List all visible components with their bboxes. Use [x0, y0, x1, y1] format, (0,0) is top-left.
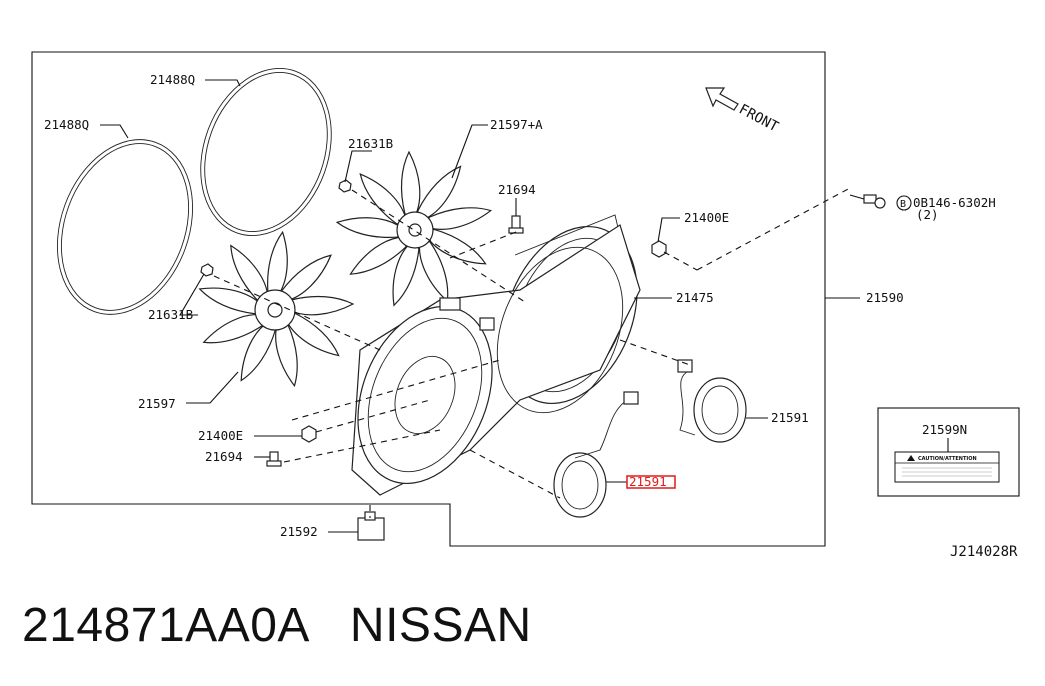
motor-right [677, 359, 747, 443]
part-heading: 214871AA0A NISSAN [22, 598, 572, 653]
callout-21488Q-lower: 21488Q [44, 117, 89, 132]
install-line [696, 187, 851, 271]
caution-label: CAUTION/ATTENTION [894, 451, 1000, 483]
belt-lower [56, 139, 194, 315]
bracket [357, 511, 385, 541]
install-line [469, 449, 561, 499]
bolt-badge-icon: B [896, 195, 912, 211]
clip-upper [508, 215, 524, 234]
leader [100, 124, 129, 139]
callout-21631B-lower: 21631B [148, 307, 193, 322]
install-line [449, 231, 517, 259]
callout-0B146: 0B146-6302H [913, 195, 996, 210]
install-line [291, 359, 501, 421]
belt-upper [200, 68, 332, 236]
leader [179, 273, 205, 316]
motor-highlighted [553, 391, 639, 518]
callout-21599N: 21599N [922, 422, 967, 437]
install-line [283, 429, 441, 463]
leader [186, 371, 239, 404]
part-number: 214871AA0A [22, 599, 310, 652]
callout-21400E-left: 21400E [198, 428, 243, 443]
leader [205, 79, 241, 87]
callout-21631B-upper: 21631B [348, 136, 393, 151]
install-line [619, 339, 691, 366]
assembly-frame [31, 51, 826, 547]
nut-lower [200, 263, 214, 277]
install-line [213, 275, 381, 351]
clip-left [266, 451, 282, 467]
callout-21400E-right: 21400E [684, 210, 729, 225]
callout-21597: 21597 [138, 396, 176, 411]
fan-lower [196, 230, 354, 389]
label-part-box [877, 407, 1020, 497]
svg-text:B: B [900, 199, 906, 210]
callout-21591-right: 21591 [771, 410, 809, 425]
leader [344, 150, 372, 183]
install-line [663, 251, 698, 271]
callout-21592: 21592 [280, 524, 318, 539]
callout-21590: 21590 [866, 290, 904, 305]
highlight-box [626, 475, 676, 489]
install-line [351, 189, 526, 303]
callout-21488Q-upper: 21488Q [150, 72, 195, 87]
drawing-code: J214028R [950, 544, 1018, 560]
nut-right [651, 240, 667, 258]
shroud-main [351, 224, 641, 496]
bolt [863, 194, 886, 209]
front-arrow-icon [705, 87, 739, 111]
front-label: FRONT [736, 101, 781, 135]
callout-21597A: 21597+A [490, 117, 543, 132]
callout-21475: 21475 [676, 290, 714, 305]
callout-21694-upper: 21694 [498, 182, 536, 197]
callout-21591-highlighted[interactable]: 21591 [629, 474, 667, 489]
leader [657, 217, 680, 243]
nut-left [301, 425, 317, 443]
leader [451, 124, 488, 179]
callout-21694-left: 21694 [205, 449, 243, 464]
brand-name: NISSAN [349, 599, 532, 652]
caution-text: CAUTION/ATTENTION [918, 456, 977, 462]
fan-upper [335, 151, 494, 309]
warning-icon [907, 455, 915, 461]
callout-bolt-qty: (2) [916, 207, 939, 222]
leader [849, 194, 865, 200]
install-line [315, 399, 431, 433]
